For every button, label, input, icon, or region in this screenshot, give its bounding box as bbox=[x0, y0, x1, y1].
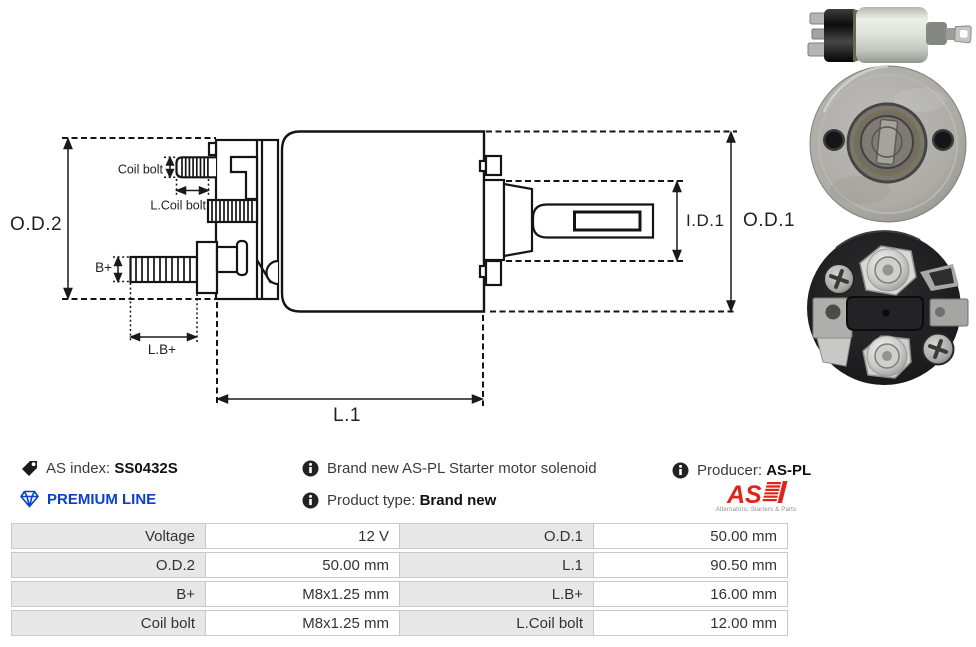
dim-b-label: B+ bbox=[95, 260, 112, 275]
producer-value: AS-PL bbox=[766, 461, 812, 479]
premium-line-row: PREMIUM LINE bbox=[20, 489, 156, 509]
spec-value: M8x1.25 mm bbox=[205, 610, 400, 636]
table-row: O.D.2 50.00 mm L.1 90.50 mm bbox=[11, 552, 790, 578]
dim-lb-label: L.B+ bbox=[148, 342, 176, 357]
dim-od1-label: O.D.1 bbox=[743, 210, 795, 231]
spec-label: L.B+ bbox=[399, 581, 594, 607]
spec-value: M8x1.25 mm bbox=[205, 581, 400, 607]
spec-value: 50.00 mm bbox=[593, 523, 788, 549]
info-icon bbox=[672, 462, 689, 479]
as-logo-subtext: Alternators, Starters & Parts bbox=[715, 507, 797, 513]
product-type-row: Product type: Brand new bbox=[302, 490, 496, 510]
spec-value: 12 V bbox=[205, 523, 400, 549]
producer-label: Producer: bbox=[697, 461, 763, 479]
diamond-icon bbox=[20, 490, 39, 508]
product-photos bbox=[807, 7, 972, 385]
technical-drawing: O.D.2 O.D.1 I.D.1 L.1 L.B+ B+ Coil bolt … bbox=[10, 130, 795, 426]
table-row: Coil bolt M8x1.25 mm L.Coil bolt 12.00 m… bbox=[11, 610, 790, 636]
solenoid-front-photo[interactable] bbox=[809, 64, 967, 223]
as-index-value: SS0432S bbox=[114, 459, 178, 477]
spec-value: 90.50 mm bbox=[593, 552, 788, 578]
spec-label: L.1 bbox=[399, 552, 594, 578]
dim-coilbolt-label: Coil bolt bbox=[118, 163, 164, 177]
info-icon bbox=[302, 492, 319, 509]
dim-l1-label: L.1 bbox=[333, 405, 361, 426]
as-pl-logo: AS Alternators, Starters & Parts bbox=[716, 479, 796, 517]
spec-value: 16.00 mm bbox=[593, 581, 788, 607]
spec-value: 12.00 mm bbox=[593, 610, 788, 636]
product-type-label: Product type: bbox=[327, 491, 416, 509]
description-text: Brand new AS-PL Starter motor solenoid bbox=[327, 459, 597, 477]
tag-icon bbox=[20, 459, 38, 477]
spec-label: O.D.1 bbox=[399, 523, 594, 549]
producer-row: Producer: AS-PL bbox=[672, 460, 811, 480]
spec-table: Voltage 12 V O.D.1 50.00 mm O.D.2 50.00 … bbox=[11, 523, 790, 639]
dim-od2-label: O.D.2 bbox=[10, 214, 62, 235]
as-logo-text: AS bbox=[726, 481, 762, 508]
spec-label: Coil bolt bbox=[11, 610, 206, 636]
table-row: Voltage 12 V O.D.1 50.00 mm bbox=[11, 523, 790, 549]
solenoid-back-photo[interactable] bbox=[807, 230, 969, 385]
spec-label: Voltage bbox=[11, 523, 206, 549]
table-row: B+ M8x1.25 mm L.B+ 16.00 mm bbox=[11, 581, 790, 607]
as-index-row: AS index: SS0432S bbox=[20, 458, 178, 478]
as-index-label: AS index: bbox=[46, 459, 111, 477]
dim-lcoilbolt-label: L.Coil bolt bbox=[150, 199, 206, 213]
spec-label: B+ bbox=[11, 581, 206, 607]
product-type-value: Brand new bbox=[419, 491, 497, 509]
spec-label: L.Coil bolt bbox=[399, 610, 594, 636]
info-icon bbox=[302, 460, 319, 477]
dim-id1-label: I.D.1 bbox=[686, 211, 724, 230]
spec-value: 50.00 mm bbox=[205, 552, 400, 578]
solenoid-side-photo[interactable] bbox=[807, 7, 972, 63]
premium-line-label: PREMIUM LINE bbox=[47, 490, 157, 508]
description-row: Brand new AS-PL Starter motor solenoid bbox=[302, 458, 597, 478]
spec-label: O.D.2 bbox=[11, 552, 206, 578]
